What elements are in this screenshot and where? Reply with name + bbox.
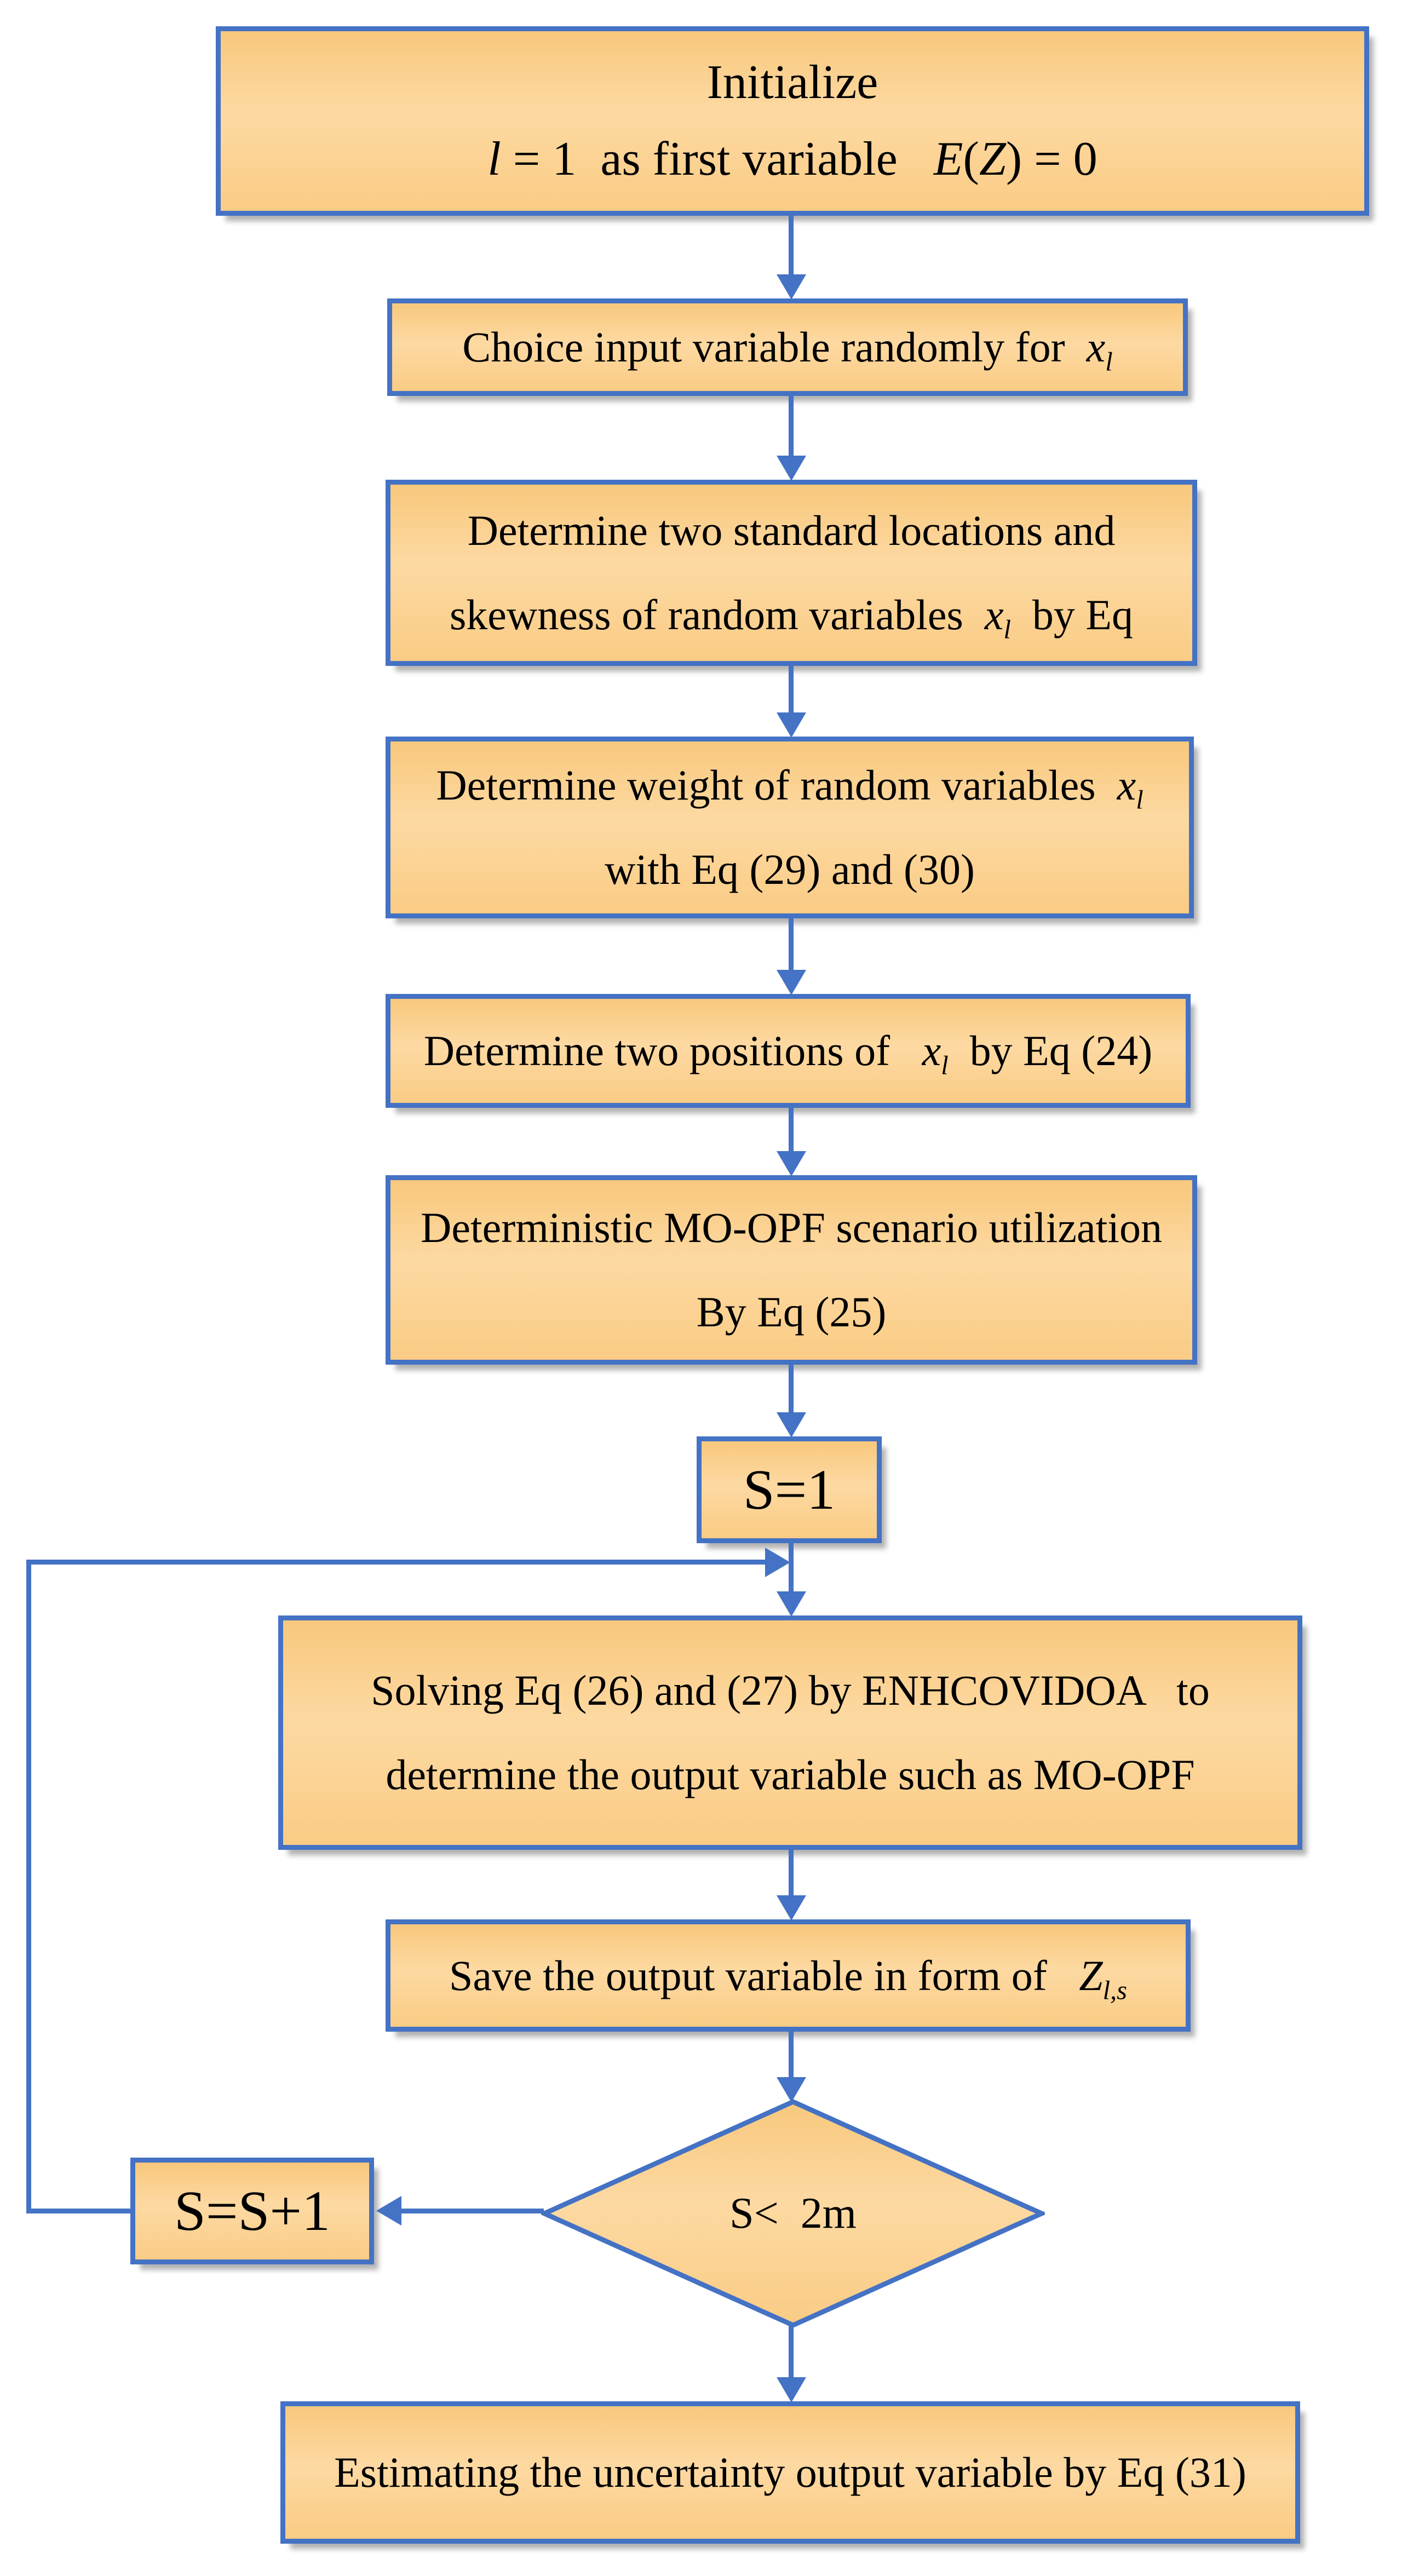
arrowhead-down-icon bbox=[777, 2077, 806, 2102]
arrowhead-down-icon bbox=[777, 1151, 806, 1176]
flow-node-initialize: Initialize l = 1 as first variable E(Z) … bbox=[216, 26, 1369, 216]
loop-left-segment bbox=[26, 1560, 31, 2213]
node-text-line: Choice input variable randomly for xl bbox=[462, 323, 1113, 377]
flow-node-deterministic-moopf: Deterministic MO-OPF scenario utilizatio… bbox=[386, 1175, 1197, 1365]
node-text-line: determine the output variable such as MO… bbox=[386, 1751, 1195, 1798]
node-text-line: S< 2m bbox=[729, 2189, 857, 2238]
node-text-line: S=S+1 bbox=[174, 2179, 330, 2242]
connector-choice-locations bbox=[789, 396, 794, 457]
connector-solve-save bbox=[789, 1850, 794, 1897]
arrowhead-down-icon bbox=[777, 1591, 806, 1617]
decision-diamond-shape bbox=[541, 2099, 1045, 2328]
node-text-line: Initialize bbox=[706, 55, 878, 109]
diamond-polygon bbox=[541, 2099, 1045, 2328]
node-text-line: Determine two positions of xl by Eq (24) bbox=[423, 1027, 1153, 1080]
connector-decision-increment bbox=[399, 2209, 544, 2213]
node-text-line: Deterministic MO-OPF scenario utilizatio… bbox=[421, 1204, 1162, 1252]
node-text-line: S=1 bbox=[743, 1458, 836, 1521]
loop-bottom-segment bbox=[28, 2209, 131, 2213]
flow-node-two-positions: Determine two positions of xl by Eq (24) bbox=[386, 994, 1191, 1108]
node-text-line: Solving Eq (26) and (27) by ENHCOVIDOA t… bbox=[371, 1666, 1210, 1715]
connector-moopf-s1 bbox=[789, 1365, 794, 1414]
flow-node-choice-input: Choice input variable randomly for xl bbox=[387, 298, 1188, 396]
arrowhead-right-icon bbox=[765, 1548, 790, 1577]
arrowhead-down-icon bbox=[777, 456, 806, 481]
flow-node-s-increment: S=S+1 bbox=[130, 2158, 374, 2264]
node-text-line: skewness of random variables xl by Eq bbox=[449, 591, 1134, 645]
arrowhead-down-icon bbox=[777, 970, 806, 995]
node-text-line: with Eq (29) and (30) bbox=[605, 846, 975, 893]
connector-init-choice bbox=[789, 216, 794, 275]
connector-positions-moopf bbox=[789, 1108, 794, 1153]
flow-node-estimate-uncertainty: Estimating the uncertainty output variab… bbox=[280, 2401, 1300, 2544]
flow-node-weight: Determine weight of random variables xl … bbox=[386, 737, 1194, 918]
arrowhead-left-icon bbox=[376, 2196, 401, 2226]
arrowhead-down-icon bbox=[777, 2377, 806, 2402]
arrowhead-down-icon bbox=[777, 712, 806, 738]
connector-decision-estimate bbox=[789, 2326, 794, 2379]
node-text-line: Estimating the uncertainty output variab… bbox=[334, 2448, 1246, 2497]
node-text-line: Determine weight of random variables xl bbox=[436, 761, 1144, 815]
arrowhead-down-icon bbox=[777, 274, 806, 300]
flow-node-decision-s-2m: S< 2m bbox=[541, 2098, 1045, 2328]
connector-s1-solve bbox=[789, 1543, 794, 1593]
node-text-line: Save the output variable in form of Zl,s bbox=[449, 1951, 1127, 2005]
arrowhead-down-icon bbox=[777, 1895, 806, 1921]
node-text-line: By Eq (25) bbox=[696, 1288, 887, 1336]
connector-save-decision bbox=[789, 2032, 794, 2079]
connector-locations-weight bbox=[789, 666, 794, 714]
flow-node-solve-enhcovidoa: Solving Eq (26) and (27) by ENHCOVIDOA t… bbox=[278, 1615, 1302, 1850]
connector-weight-positions bbox=[789, 918, 794, 971]
flow-node-save-output: Save the output variable in form of Zl,s bbox=[386, 1919, 1191, 2032]
node-text-line: Determine two standard locations and bbox=[467, 507, 1116, 555]
flow-node-standard-locations: Determine two standard locations and ske… bbox=[386, 480, 1197, 666]
flow-node-s-equals-1: S=1 bbox=[697, 1436, 882, 1543]
arrowhead-down-icon bbox=[777, 1412, 806, 1438]
node-text-line: l = 1 as first variable E(Z) = 0 bbox=[487, 133, 1098, 186]
loop-top-segment bbox=[26, 1560, 767, 1565]
